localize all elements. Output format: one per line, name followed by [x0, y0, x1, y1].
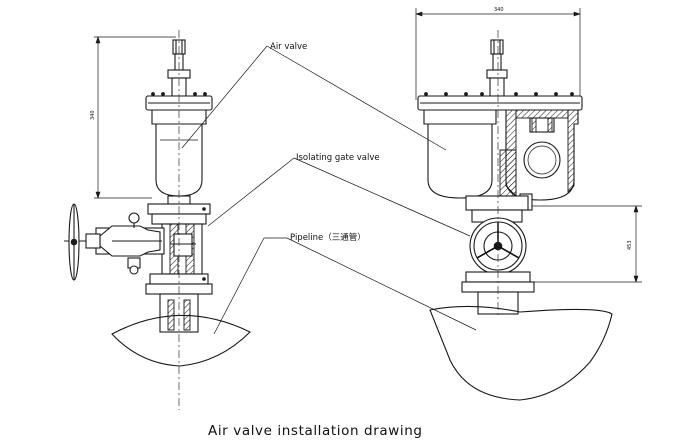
label-isolating-gate-valve: Isolating gate valve — [296, 153, 380, 163]
left-gate-valve — [64, 195, 213, 295]
label-air-valve: Air valve — [270, 42, 307, 52]
leader-lines — [181, 45, 477, 335]
right-assembly: 340 453 — [415, 7, 642, 401]
width-value: 340 — [494, 7, 504, 13]
width-dimension: 340 — [415, 7, 581, 100]
left-assembly: 340 — [64, 30, 251, 410]
label-pipeline: Pipeline（三通管） — [290, 232, 366, 243]
left-height-dimension: 340 — [90, 36, 176, 199]
drawing-caption: Air valve installation drawing — [208, 423, 423, 439]
right-height-dimension: 453 — [520, 205, 642, 283]
left-pipeline — [111, 30, 251, 410]
right-pipeline — [429, 30, 613, 401]
right-height-value: 453 — [627, 240, 633, 250]
right-air-valve — [417, 39, 583, 211]
left-height-value: 340 — [90, 110, 96, 120]
